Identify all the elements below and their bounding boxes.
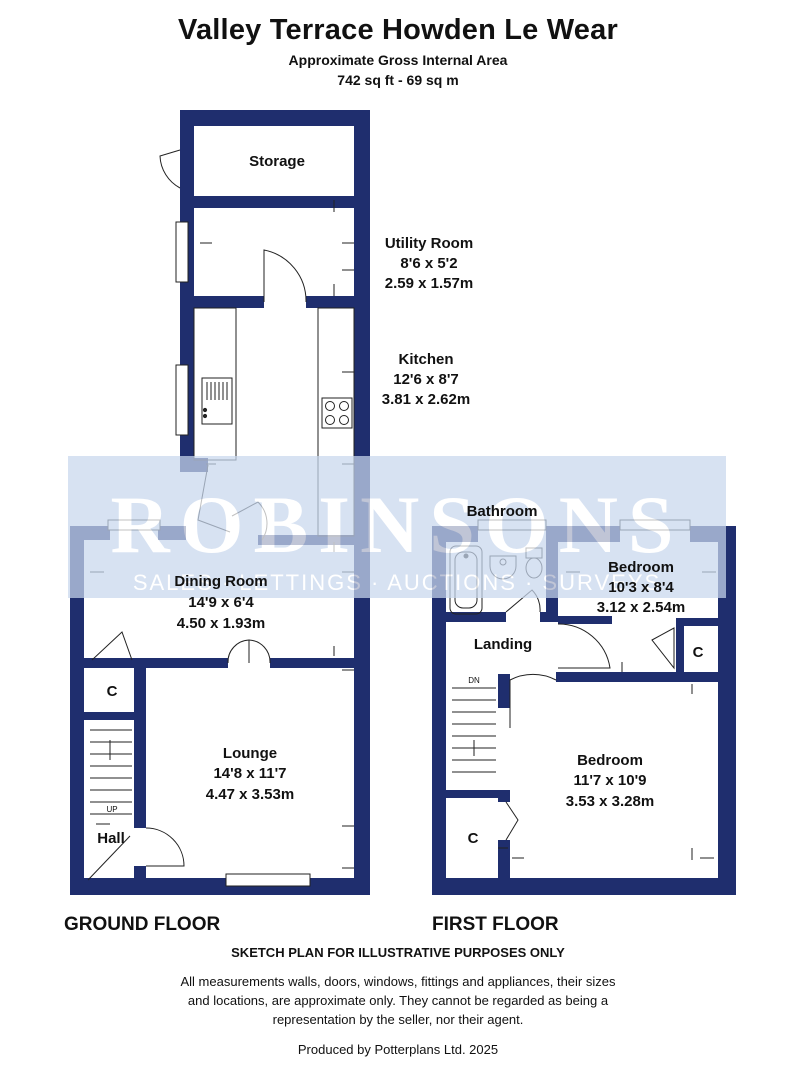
cupboard-label: C xyxy=(107,683,118,700)
wall xyxy=(446,612,506,622)
watermark: ROBINSONS SALES · LETTINGS · AUCTIONS · … xyxy=(68,456,726,598)
bedroom1-label: Bedroom xyxy=(577,752,643,769)
window xyxy=(225,873,311,887)
landing-label: Landing xyxy=(474,636,532,653)
wall xyxy=(540,612,558,622)
wall xyxy=(556,672,718,682)
disclaimer: All measurements walls, doors, windows, … xyxy=(180,974,616,1027)
door-swing xyxy=(509,673,557,728)
bedroom1-metric: 3.53 x 3.28m xyxy=(566,793,654,810)
utility-label: Utility Room xyxy=(385,235,473,252)
lounge-label: Lounge xyxy=(223,745,277,762)
wall xyxy=(718,526,736,895)
watermark-tagline: SALES · LETTINGS · AUCTIONS · SURVEYS xyxy=(133,570,661,595)
kitchen-imperial: 12'6 x 8'7 xyxy=(393,371,459,388)
watermark-brand: ROBINSONS xyxy=(110,479,683,570)
storage-label: Storage xyxy=(249,153,305,170)
wall xyxy=(498,674,510,708)
cupboard-label: C xyxy=(693,644,704,661)
producer-credit: Produced by Potterplans Ltd. 2025 xyxy=(297,1042,499,1057)
bedroom2-imperial: 10'3 x 8'4 xyxy=(608,579,674,596)
dining-metric: 4.50 x 1.93m xyxy=(177,615,265,632)
lounge-metric: 4.47 x 3.53m xyxy=(206,786,294,803)
door-swing xyxy=(651,627,675,670)
utility-imperial: 8'6 x 5'2 xyxy=(400,255,457,272)
window xyxy=(175,364,189,436)
wall xyxy=(446,790,504,798)
wall xyxy=(194,196,354,208)
stairs-down-label: DN xyxy=(468,676,480,685)
wall xyxy=(432,878,736,895)
door-swing xyxy=(248,639,271,664)
sink-icon xyxy=(201,377,233,425)
wall xyxy=(558,616,612,624)
wall xyxy=(84,712,134,720)
door-swing xyxy=(557,623,611,669)
ground-floor-labels: Storage Utility Room 8'6 x 5'2 2.59 x 1.… xyxy=(97,153,473,847)
wall xyxy=(676,618,684,674)
door-swing xyxy=(91,631,133,661)
bathroom-label: Bathroom xyxy=(467,503,538,520)
bedroom2-label: Bedroom xyxy=(608,559,674,576)
window xyxy=(175,221,189,283)
wall xyxy=(306,296,354,308)
door-swing xyxy=(159,149,181,189)
plan-area: 742 sq ft - 69 sq m xyxy=(337,72,459,88)
lounge-imperial: 14'8 x 11'7 xyxy=(213,765,286,782)
wall xyxy=(270,658,354,668)
wall xyxy=(70,526,84,895)
wall xyxy=(134,658,228,668)
bedroom1-imperial: 11'7 x 10'9 xyxy=(573,772,646,789)
kitchen-label: Kitchen xyxy=(398,351,453,368)
wall xyxy=(84,658,134,668)
wall xyxy=(432,526,446,895)
kitchen-metric: 3.81 x 2.62m xyxy=(382,391,470,408)
bedroom2-metric: 3.12 x 2.54m xyxy=(597,599,685,616)
wall xyxy=(180,110,370,126)
sketch-notice: SKETCH PLAN FOR ILLUSTRATIVE PURPOSES ON… xyxy=(231,945,565,960)
door-swing xyxy=(145,827,185,867)
watermark-band xyxy=(68,456,726,598)
plan-title: Valley Terrace Howden Le Wear xyxy=(178,14,618,46)
door-swing xyxy=(87,835,131,881)
dining-imperial: 14'9 x 6'4 xyxy=(188,594,254,611)
utility-metric: 2.59 x 1.57m xyxy=(385,275,473,292)
stairs-up-label: UP xyxy=(106,805,117,814)
door-swing xyxy=(505,801,519,841)
cupboard-label: C xyxy=(468,830,479,847)
door-swing xyxy=(263,249,307,303)
first-floor-labels: Bathroom Bedroom 10'3 x 8'4 3.12 x 2.54m… xyxy=(467,503,704,847)
wall xyxy=(194,296,264,308)
plan-subtitle: Approximate Gross Internal Area xyxy=(288,52,508,68)
first-floor-heading: FIRST FLOOR xyxy=(432,914,559,935)
door-swing xyxy=(227,639,250,664)
wall xyxy=(70,878,370,895)
wall xyxy=(676,618,718,626)
dining-label: Dining Room xyxy=(174,573,267,590)
wall xyxy=(134,866,146,880)
hob-icon xyxy=(321,397,353,429)
wall xyxy=(498,840,510,880)
hall-label: Hall xyxy=(97,830,125,847)
wall xyxy=(134,658,146,828)
ground-floor-heading: GROUND FLOOR xyxy=(64,914,221,935)
